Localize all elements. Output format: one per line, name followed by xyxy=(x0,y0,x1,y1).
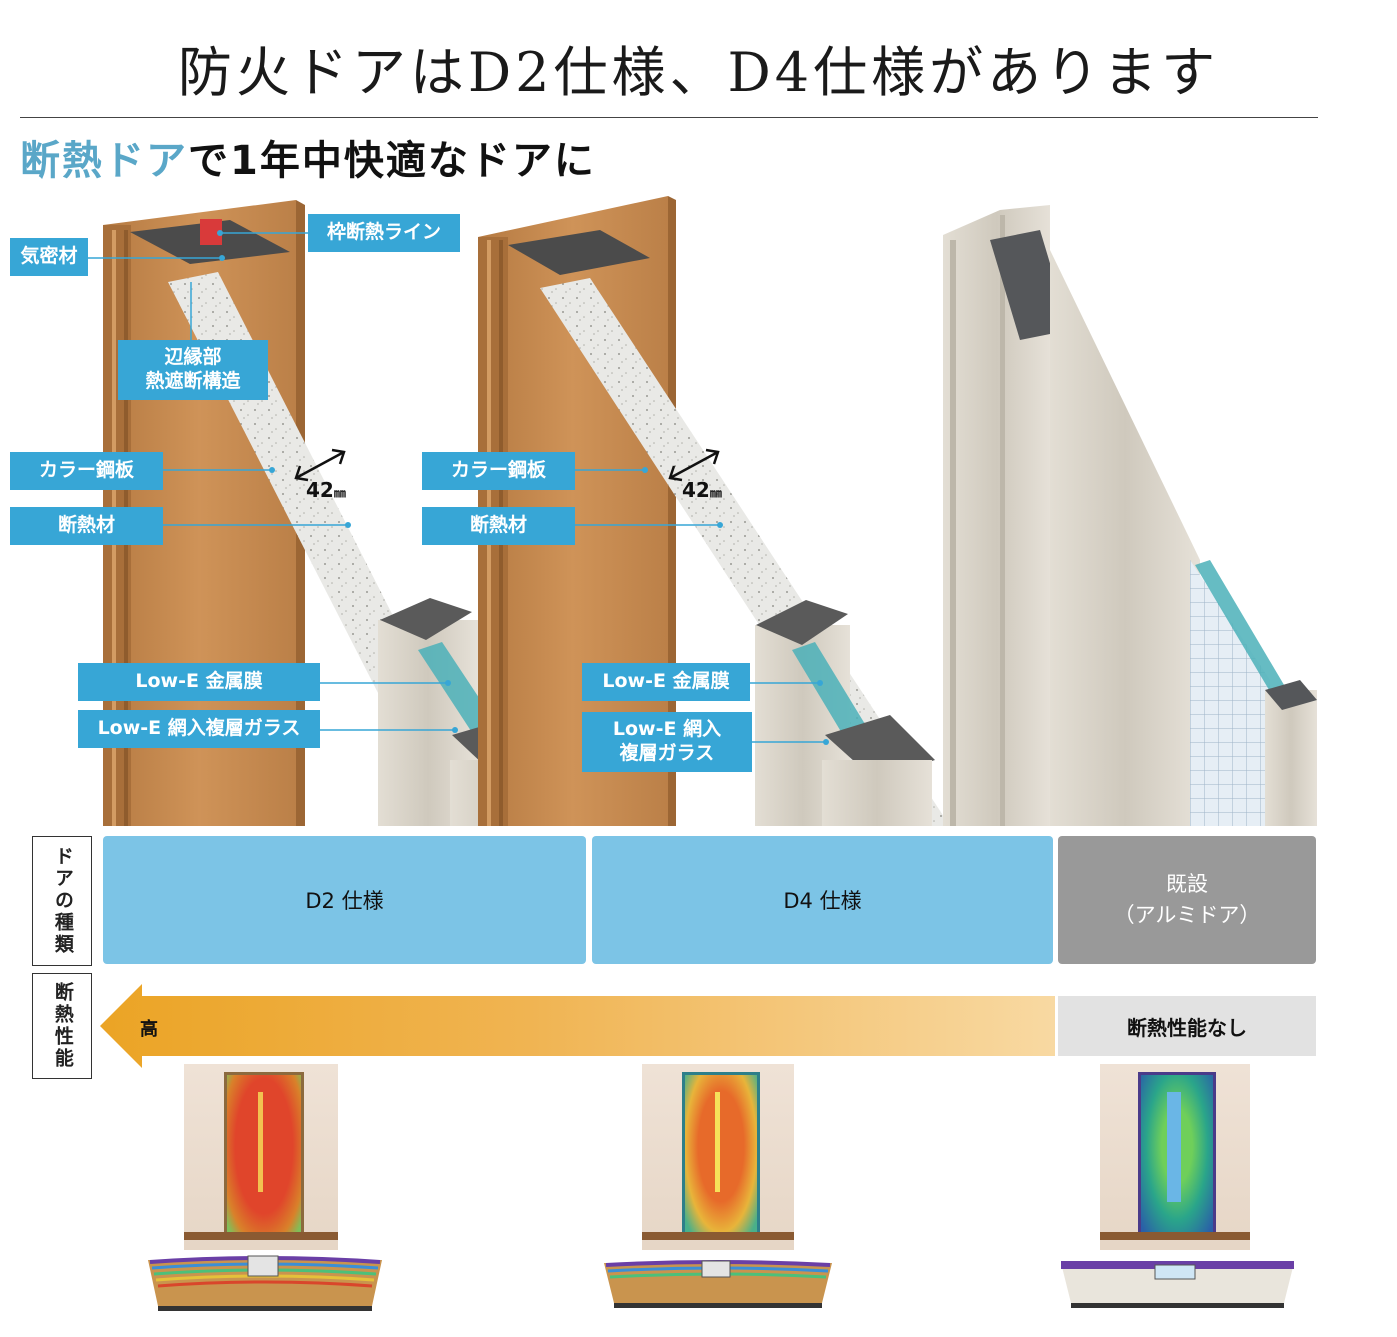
band-d2: D2 仕様 xyxy=(103,836,586,964)
thermal-door-d4 xyxy=(682,1072,760,1236)
callout-airtight: 気密材 xyxy=(10,238,88,276)
thickness-arrow-1 xyxy=(294,448,346,482)
callout-steel-plate-2: カラー鋼板 xyxy=(422,452,575,490)
thermal-handle-d4 xyxy=(715,1092,720,1192)
callout-lowe-film-2: Low-E 金属膜 xyxy=(582,663,750,701)
callout-insulation-2: 断熱材 xyxy=(422,507,575,545)
thickness-arrow-2 xyxy=(668,448,720,482)
thickness-label-1: 42㎜ xyxy=(306,478,346,502)
thermal-handle-d2 xyxy=(258,1092,263,1192)
callout-lowe-film-1: Low-E 金属膜 xyxy=(78,663,320,701)
thermal-image-existing xyxy=(1100,1064,1250,1250)
thermal-section-existing xyxy=(1061,1261,1294,1308)
title-divider xyxy=(20,117,1318,118)
callout-lowe-glass-1: Low-E 網入複層ガラス xyxy=(78,710,320,748)
thermal-glass-existing xyxy=(1167,1092,1181,1202)
page-title: 防火ドアはD2仕様、D4仕様があります xyxy=(177,41,1220,104)
callout-edge-structure: 辺縁部 熱遮断構造 xyxy=(118,340,268,400)
subtitle-accent: 断熱ドア xyxy=(20,138,188,184)
thickness-label-2: 42㎜ xyxy=(682,478,722,502)
thermal-door-d2 xyxy=(224,1072,304,1236)
row-label-performance: 断熱性能 xyxy=(32,973,92,1079)
callout-steel-plate-1: カラー鋼板 xyxy=(10,452,163,490)
page-subtitle: 断熱ドアで1年中快適なドアに xyxy=(20,128,596,186)
callout-insulation-1: 断熱材 xyxy=(10,507,163,545)
thermal-image-d2 xyxy=(184,1064,338,1250)
callout-dots xyxy=(217,230,829,745)
thermal-section-d4 xyxy=(604,1260,832,1308)
callout-frame-line: 枠断熱ライン xyxy=(308,214,460,252)
performance-high-label: 高 xyxy=(140,1019,158,1040)
subtitle-rest: で1年中快適なドアに xyxy=(188,138,596,184)
callout-leaders xyxy=(88,232,826,743)
band-d4: D4 仕様 xyxy=(592,836,1053,964)
callout-lowe-glass-2: Low-E 網入 複層ガラス xyxy=(582,712,752,772)
row-label-door-type: ドアの種類 xyxy=(32,836,92,966)
thermal-image-d4 xyxy=(642,1064,794,1250)
performance-none-label: 断熱性能なし xyxy=(1058,996,1316,1056)
thermal-section-d2 xyxy=(148,1255,382,1311)
performance-arrow xyxy=(100,984,1055,1068)
existing-door-illustration xyxy=(943,205,1317,826)
band-existing: 既設 （アルミドア） xyxy=(1058,836,1316,964)
